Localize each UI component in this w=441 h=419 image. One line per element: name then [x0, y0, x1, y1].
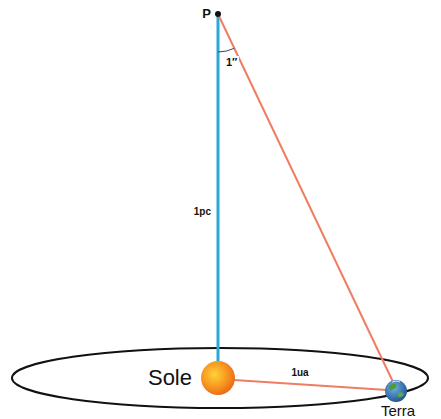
point-label: P: [202, 7, 211, 20]
distance-label: 1pc: [194, 207, 211, 217]
angle-arc: [218, 48, 234, 52]
point-p: [215, 11, 221, 17]
au-line: [234, 380, 387, 390]
distance-label: 1ua: [289, 367, 310, 379]
earth-symbol: [385, 380, 407, 402]
angle-label: 1″: [224, 56, 239, 69]
sun-symbol: [201, 361, 235, 395]
sun-label: Sole: [148, 367, 192, 389]
parsec-line: [217, 14, 220, 361]
sight-line: [218, 14, 394, 384]
earth-label: Terra: [381, 403, 415, 418]
orbit-ellipse: [12, 348, 428, 408]
